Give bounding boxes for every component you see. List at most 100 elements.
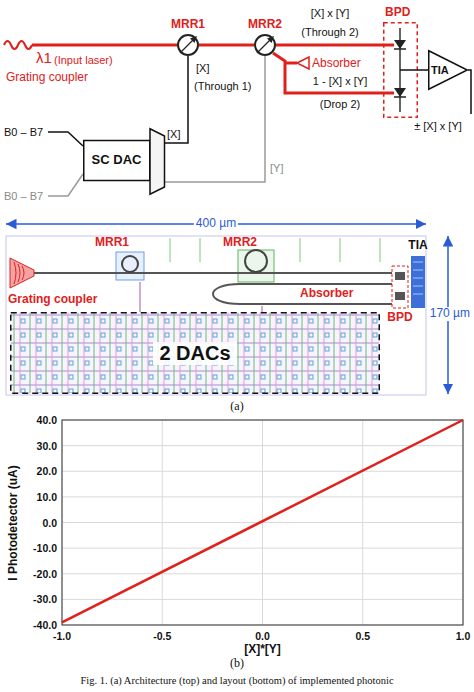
axis-title: [X]*[Y] [244,643,281,657]
grid-line [162,420,163,625]
ring-resonator: MRR1 [177,34,199,56]
axis-title: I Photodetector (uA) [7,465,21,580]
amplifier-triangle [429,51,468,90]
absorber-symbol [297,57,309,69]
part-label: Absorber [312,57,361,71]
figure-caption: Fig. 1. (a) Architecture (top) and layou… [80,675,393,687]
tick-label: 40.0 [37,414,57,426]
wavelength-label: λ1 [36,49,52,66]
ring-symbol [255,35,275,55]
port-label: (Drop 2) [320,98,360,111]
node-text: SC DAC [92,153,142,168]
tick-label: 30.0 [37,440,57,452]
part-label: Absorber [300,287,353,301]
detector-wire [400,69,418,71]
part-label: Grating coupler [6,71,88,85]
control-wire [165,56,188,143]
signal-wire [418,69,428,71]
routing-wires [170,238,380,262]
port-label: (Through 1) [194,80,251,93]
laser-wave [4,41,32,49]
part-label: Grating coupler [8,293,97,307]
waveguide [199,44,254,47]
node-text: 2 DACs [153,342,236,365]
dac-box [84,141,150,181]
photodiode-symbol [394,88,406,97]
port-label: (Through 2) [301,26,358,39]
waveguide [276,44,383,47]
detector-input [383,44,394,47]
tick-label: -0.5 [153,630,171,642]
node-text: BPD [385,6,410,20]
signal-label: [Y] [270,162,283,175]
chip-outline [6,236,426,395]
bus-label: B0 – B7 [4,190,43,203]
tia-amplifier: TIA [428,50,468,90]
source-label: (Input laser) [54,54,113,67]
layout-ring [245,250,267,272]
bus-label: B0 – B7 [4,126,43,139]
tia-cells [413,262,423,294]
tick-label: -40.0 [33,619,57,631]
detector-outline [384,23,418,118]
ring-symbol [178,35,198,55]
photodiode-bar [394,96,406,98]
dac-block: SC DAC [83,128,165,195]
tick-label: 10.0 [37,491,57,503]
grating-lines [14,262,24,284]
signal-label: [X] x [Y] [311,7,350,20]
signal-label: ± [X] x [Y] [414,120,462,133]
bit-bus [48,174,83,196]
photodiode-cell [395,272,405,280]
bit-bus [48,132,83,146]
tick-label: -30.0 [33,593,57,605]
control-wire [165,56,265,182]
photodiode-cell [395,292,405,300]
ring-heater [238,250,274,282]
panel-label: (b) [230,657,244,671]
control-wires [140,282,262,312]
layout-ring [122,256,138,272]
dac-region: 2 DACs [10,312,380,394]
photodiode-symbol [394,40,406,49]
node-text: MRR1 [171,18,205,32]
tick-label: 0.0 [255,630,270,642]
tick-label: -1.0 [53,630,71,642]
tick-label: -20.0 [33,568,57,580]
tick-label: -10.0 [33,542,57,554]
node-text: TIA [431,64,449,77]
tick-label: 0.0 [42,516,57,528]
dimension-label: 170 µm [428,307,472,321]
region-outline [11,313,380,394]
node-outline [383,22,418,118]
input-waveguide [32,44,177,47]
signal-label: 1 - [X] x [Y] [313,75,367,88]
absorber-loop [213,284,392,304]
node-outline [177,34,199,56]
signal-label: [X] [196,62,209,75]
tuning-arrowhead [267,36,274,43]
grid-line [362,420,363,625]
layout-bpd [392,266,408,308]
part-label: MRR2 [223,236,257,250]
ring-resonator: MRR2 [254,34,276,56]
part-label: BPD [387,311,412,325]
ring-heater [116,252,144,280]
grating-coupler [10,258,34,288]
node-outline [254,34,276,56]
part-label: MRR1 [95,236,129,250]
photodetector-box: BPD [383,22,418,118]
layout-tia [411,256,425,308]
part-label: TIA [408,239,427,253]
plot-frame [62,420,463,625]
panel-label: (a) [230,400,243,414]
tuning-arrowhead [190,36,197,43]
drop-waveguide [273,53,383,93]
tick-label: 1.0 [456,630,471,642]
output-wire [468,70,471,114]
data-line [62,420,463,622]
absorber-waveguide [285,62,297,65]
signal-label: [X] [167,128,180,141]
mux-symbol [150,129,165,195]
detector-input [383,92,394,95]
